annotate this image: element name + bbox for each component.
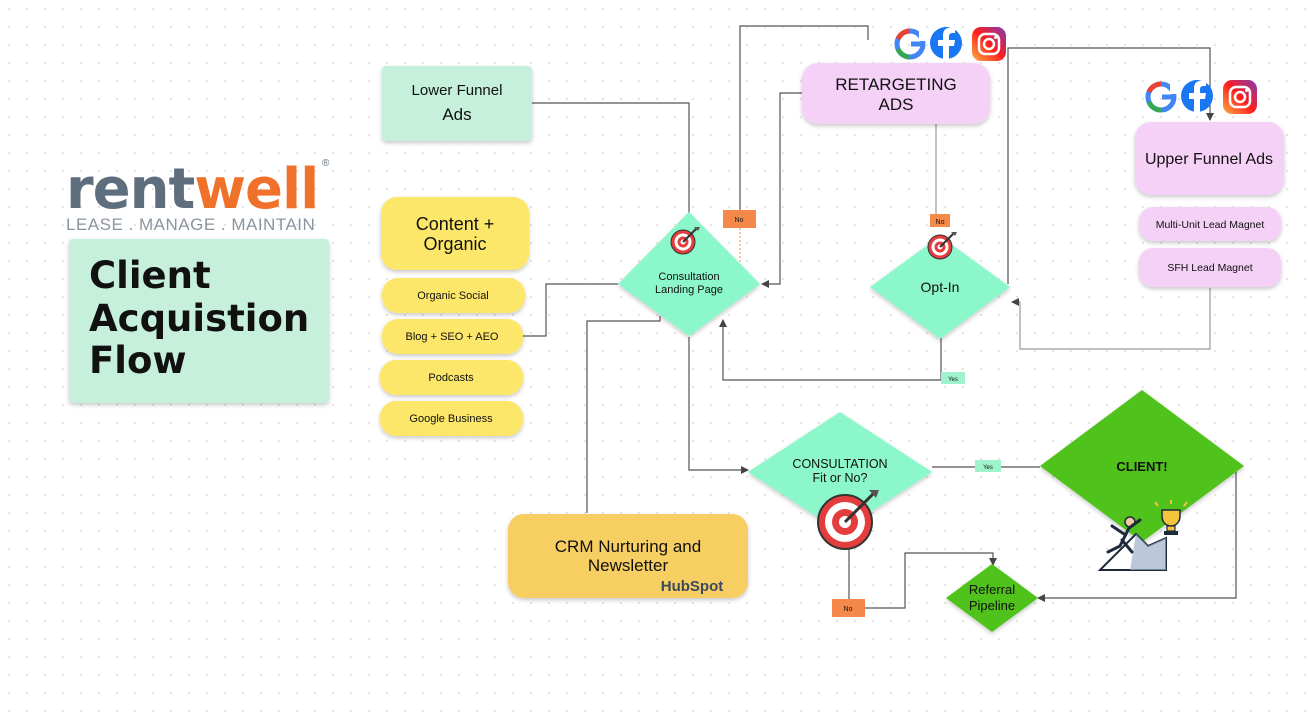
content-organic-node: Content + Organic [381,197,529,270]
label-no-consultation: No [832,599,865,617]
facebook-icon [1181,80,1213,112]
sfh-lead-magnet-node: SFH Lead Magnet [1139,248,1281,287]
edge-lower-funnel-to-landing [531,102,693,231]
title-line-3: Flow [89,339,187,382]
sfh-label: SFH Lead Magnet [1167,262,1252,274]
consultation-node: CONSULTATION Fit or No? [748,412,932,532]
label-no-optin: No [930,214,950,227]
title-card: Client Acquistion Flow [69,239,329,403]
opt-in-node: Opt-In [870,236,1010,339]
retargeting-ads-node: RETARGETING ADS [802,63,990,124]
target-icon [670,227,700,255]
consultation-line-1: CONSULTATION [792,457,887,471]
edge-client-to-referral [1037,466,1237,602]
edge-landing-no-to-retargeting [739,25,869,210]
retargeting-line-1: RETARGETING [835,75,957,94]
crm-line-1: CRM Nurturing and [555,537,701,556]
svg-text:No: No [936,219,945,226]
landing-page-node: Consultation Landing Page [618,212,760,336]
logo-rent: rent [66,157,194,222]
label-no-landing: No [723,210,756,228]
target-icon [817,490,879,550]
consultation-line-2: Fit or No? [813,471,868,485]
facebook-icon [930,27,962,59]
referral-node: Referral Pipeline [946,564,1038,632]
edge-retargeting-to-landing [761,92,803,288]
opt-in-label: Opt-In [921,279,960,295]
label-yes-optin: Yes [941,372,965,384]
landing-line-2: Landing Page [655,284,723,296]
svg-text:No: No [844,606,853,613]
edge-lead-magnet-to-optin [1011,288,1211,350]
crm-line-2: Newsletter [588,556,669,575]
organic-social-label: Organic Social [417,290,489,302]
client-label: CLIENT! [1116,459,1167,474]
multi-unit-lead-magnet-node: Multi-Unit Lead Magnet [1139,207,1281,241]
blog-seo-node: Blog + SEO + AEO [382,319,523,354]
blog-seo-label: Blog + SEO + AEO [406,331,499,343]
client-node: CLIENT! [1040,390,1244,542]
edge-crm-to-landing [586,316,661,513]
rentwell-logo: rentwell ® LEASE . MANAGE . MAINTAIN [66,157,330,234]
edge-optin-yes-to-landing [719,319,942,381]
label-yes-client: Yes [975,460,1001,472]
google-icon [1145,81,1177,113]
lower-funnel-line-2: Ads [442,105,471,124]
podcasts-label: Podcasts [428,372,474,384]
title-line-2: Acquistion [89,297,309,340]
google-icon [894,28,926,60]
referral-line-2: Pipeline [969,598,1015,613]
trophy-climber-icon [1097,500,1188,571]
edge-content-to-landing [523,283,618,337]
crm-node: CRM Nurturing and Newsletter HubSpot [508,514,748,598]
hubspot-logo: HubSpot [661,578,723,595]
connectors [523,25,1237,609]
edge-landing-to-consultation [688,337,749,474]
content-line-1: Content + [416,214,495,234]
edge-optin-to-upper-funnel [1007,47,1214,284]
google-business-node: Google Business [380,401,523,436]
referral-line-1: Referral [969,582,1015,597]
edge-consultation-no-to-referral [848,545,997,609]
instagram-icon [972,27,1006,61]
logo-tagline: LEASE . MANAGE . MAINTAIN [66,215,315,234]
logo-well: well [194,157,318,222]
upper-funnel-label: Upper Funnel Ads [1145,151,1273,168]
svg-text:rentwell: rentwell [66,157,318,222]
google-business-label: Google Business [409,413,493,425]
svg-text:No: No [735,217,744,224]
instagram-icon [1223,80,1257,114]
svg-text:Yes: Yes [948,377,958,383]
social-icons-upper-funnel [1145,80,1257,114]
upper-funnel-ads-node: Upper Funnel Ads [1135,122,1284,195]
lower-funnel-ads-node: Lower Funnel Ads [382,66,532,141]
content-line-2: Organic [423,234,486,254]
podcasts-node: Podcasts [380,360,523,395]
title-line-1: Client [89,254,211,297]
logo-registered: ® [322,158,330,169]
svg-text:Yes: Yes [983,465,993,471]
organic-social-node: Organic Social [382,278,525,313]
target-icon [927,232,957,260]
retargeting-line-2: ADS [879,95,914,114]
landing-line-1: Consultation [658,271,719,283]
multi-unit-label: Multi-Unit Lead Magnet [1156,219,1265,231]
lower-funnel-line-1: Lower Funnel [412,82,503,99]
social-icons-retargeting [894,27,1006,61]
